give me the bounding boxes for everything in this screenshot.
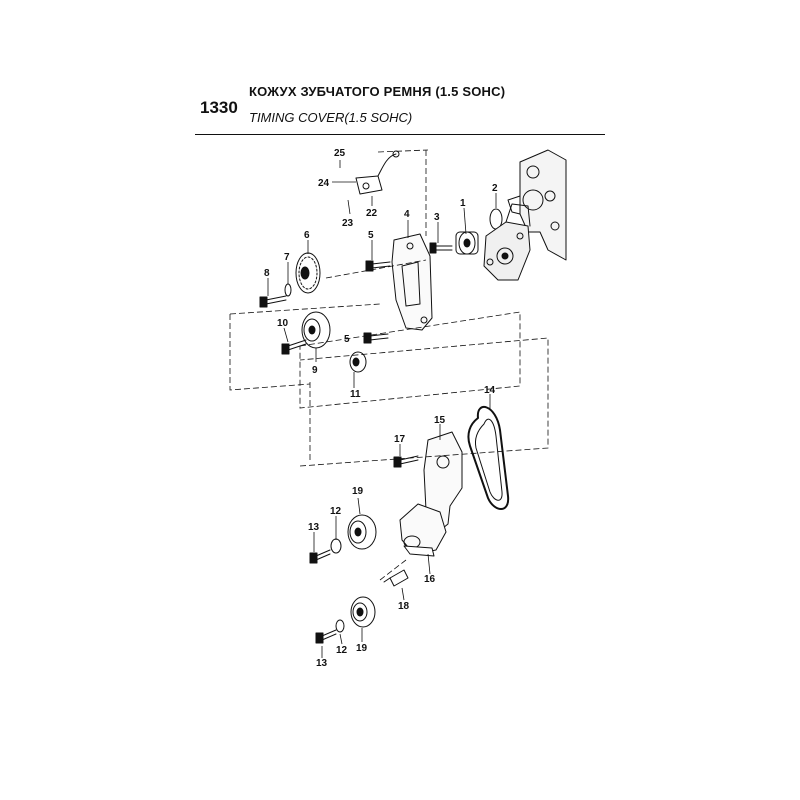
engine-block-icon xyxy=(507,149,567,261)
callout-25: 25 xyxy=(334,148,346,159)
tensioner-icon xyxy=(403,535,435,557)
callout-3: 3 xyxy=(434,212,440,223)
callout-8: 8 xyxy=(264,268,270,279)
callout-12-upper: 12 xyxy=(330,506,342,517)
callout-2: 2 xyxy=(492,183,498,194)
callout-4: 4 xyxy=(404,209,410,220)
pulley-icon xyxy=(350,596,376,628)
bolt-icon xyxy=(281,339,307,355)
sensor-icon xyxy=(355,150,400,195)
bolt-icon xyxy=(393,455,419,468)
callout-15: 15 xyxy=(434,415,446,426)
bolt-icon xyxy=(315,629,337,644)
title-russian: КОЖУХ ЗУБЧАТОГО РЕМНЯ (1.5 SOHC) xyxy=(249,84,506,99)
sensor-icon xyxy=(383,569,409,587)
callout-10: 10 xyxy=(277,318,289,329)
title-english: TIMING COVER(1.5 SOHC) xyxy=(249,110,413,125)
callout-22: 22 xyxy=(366,208,378,219)
callout-19-lower: 19 xyxy=(356,643,368,654)
washer-icon xyxy=(335,619,345,633)
header-rule xyxy=(195,134,605,135)
callout-18: 18 xyxy=(398,601,410,612)
bolt-icon xyxy=(365,260,391,272)
cover-icon xyxy=(391,233,433,331)
callout-5-upper: 5 xyxy=(368,230,374,241)
callout-17: 17 xyxy=(394,434,406,445)
pulley-icon xyxy=(301,311,331,349)
washer-icon xyxy=(284,283,292,297)
washer-icon xyxy=(330,538,342,554)
callout-23: 23 xyxy=(342,218,354,229)
callout-13-lower: 13 xyxy=(316,658,328,669)
belt-icon xyxy=(467,406,510,510)
callout-6: 6 xyxy=(304,230,310,241)
callout-12-lower: 12 xyxy=(336,645,348,656)
callout-11: 11 xyxy=(350,389,361,400)
callout-19-upper: 19 xyxy=(352,486,364,497)
bolt-icon xyxy=(363,332,389,344)
callout-16: 16 xyxy=(424,574,436,585)
page-header: 1330 КОЖУХ ЗУБЧАТОГО РЕМНЯ (1.5 SOHC) TI… xyxy=(0,0,800,140)
gear-icon xyxy=(295,252,321,294)
pump-icon xyxy=(483,203,531,281)
callout-7: 7 xyxy=(284,252,290,263)
callout-5-lower: 5 xyxy=(344,334,350,345)
callout-13-upper: 13 xyxy=(308,522,320,533)
callout-14: 14 xyxy=(484,385,496,396)
bolt-icon xyxy=(309,549,331,564)
pulley-icon xyxy=(347,514,377,550)
gear-icon xyxy=(455,231,479,255)
cover-icon xyxy=(423,431,463,533)
gear-icon xyxy=(349,351,367,373)
section-code: 1330 xyxy=(200,98,238,117)
bolt-icon xyxy=(259,295,287,308)
bolt-icon xyxy=(429,242,453,254)
callout-24: 24 xyxy=(318,178,330,189)
callout-1: 1 xyxy=(460,198,466,209)
callout-9: 9 xyxy=(312,365,318,376)
